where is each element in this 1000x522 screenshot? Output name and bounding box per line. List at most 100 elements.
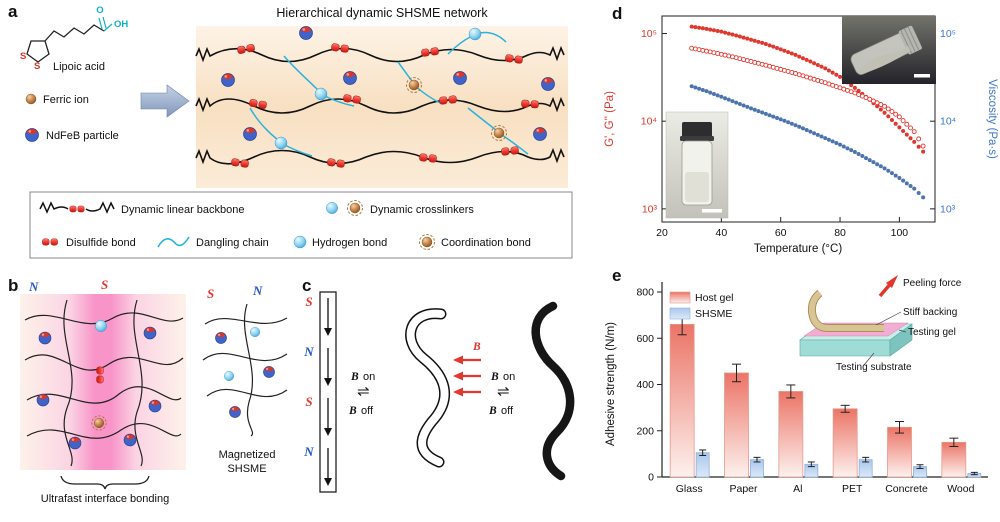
- testing-gel-label: Testing gel: [908, 327, 956, 338]
- sulfur-left-label: S: [20, 51, 26, 62]
- svg-text:Glass: Glass: [676, 483, 703, 495]
- b-on-word: on: [363, 371, 375, 383]
- panel-d-label: d: [612, 4, 623, 23]
- film-ribbon-outline: [405, 308, 450, 468]
- equilibrium-arrows-icon: ⇌: [497, 383, 510, 400]
- ndfeb-particle-icon: [215, 332, 227, 344]
- b-off-word: off: [501, 405, 514, 417]
- svg-text:Concrete: Concrete: [885, 483, 928, 495]
- panel-b-schematic: N S S N Ultrafast interface bonding Magn…: [20, 278, 288, 505]
- pole-s-label: S: [305, 294, 312, 309]
- svg-text:200: 200: [636, 425, 654, 437]
- pole-s-label: S: [101, 278, 108, 292]
- carbonyl-o-label: O: [96, 5, 103, 16]
- svg-text:Paper: Paper: [729, 483, 758, 495]
- svg-text:10³: 10³: [940, 203, 956, 215]
- ndfeb-particle-icon: [25, 128, 39, 142]
- b-on-symbol: B: [490, 371, 499, 383]
- magnetization-arrows: [324, 298, 332, 486]
- legend-backbone-label: Dynamic linear backbone: [121, 204, 245, 216]
- backbone-symbol: [85, 201, 115, 214]
- ndfeb-particle-icon: [453, 71, 467, 85]
- legend-host-gel-label: Host gel: [695, 292, 734, 304]
- hydrogen-bond-icon: [468, 27, 482, 41]
- peel-test-inset: Peeling force Stiff backing Testing gel …: [799, 275, 962, 373]
- backbone-line: [195, 45, 565, 63]
- upright-vial-photo: [665, 111, 729, 219]
- b-off-symbol: B: [348, 405, 357, 417]
- pole-s-label: S: [207, 286, 214, 301]
- black-film-ribbon: [531, 301, 575, 481]
- svg-text:0: 0: [648, 472, 654, 484]
- host-gel-swatch: [669, 291, 691, 304]
- ndfeb-particle-icon: [541, 77, 555, 91]
- svg-text:80: 80: [834, 227, 846, 239]
- lipoic-acid-structure-icon: O OH S S: [20, 5, 128, 72]
- ndfeb-particle-icon: [68, 436, 82, 450]
- magnetized-label-line1: Magnetized: [219, 449, 276, 461]
- ndfeb-particle-icon: [299, 26, 313, 40]
- legend-crosslinkers-label: Dynamic crosslinkers: [370, 204, 474, 216]
- ndfeb-particle-icon: [123, 433, 137, 447]
- b-off-symbol: B: [488, 405, 497, 417]
- vial-cap: [682, 122, 712, 138]
- svg-text:Al: Al: [793, 483, 802, 495]
- leader-line: [863, 352, 875, 366]
- ndfeb-particle-icon: [143, 326, 157, 340]
- svg-text:600: 600: [636, 333, 654, 345]
- panel-a-label: a: [8, 2, 18, 21]
- d-x-axis-label: Temperature (°C): [754, 243, 842, 255]
- substrate-right-face: [889, 323, 913, 357]
- pole-n-label: N: [252, 283, 263, 298]
- ndfeb-particle-icon: [533, 127, 547, 141]
- panel-a-schematic: O OH S S Lipoic acid Ferric ion NdFeB pa…: [20, 5, 573, 259]
- sulfur-right-label: S: [34, 61, 40, 72]
- pole-n-label: N: [303, 444, 314, 459]
- gel-sample: [685, 172, 709, 202]
- backbone-symbol: [39, 201, 69, 214]
- svg-text:100: 100: [891, 227, 909, 239]
- panel-c-schematic: S N S N B on ⇌ B off B B on ⇌ B off: [303, 291, 575, 493]
- film-ribbon-fill: [406, 309, 449, 466]
- flowing-gel: [858, 45, 911, 75]
- scale-bar: [914, 74, 930, 78]
- hydrogen-bond-icon: [314, 87, 328, 101]
- legend-shsme-label: SHSME: [695, 308, 732, 320]
- e-legend: Host gel SHSME: [669, 291, 734, 320]
- shsme-swatch: [669, 307, 691, 320]
- magnet-bar: [319, 291, 337, 493]
- pole-s-label: S: [305, 394, 312, 409]
- interface-bonding-caption: Ultrafast interface bonding: [41, 493, 169, 505]
- tilted-vial-photo: [842, 16, 936, 84]
- b-on-symbol: B: [350, 371, 359, 383]
- field-arrows: [453, 355, 481, 397]
- stiff-backing-label: Stiff backing: [903, 307, 957, 318]
- leader-line: [898, 329, 907, 333]
- substrate-front-face: [799, 339, 891, 357]
- pole-n-label: N: [303, 344, 314, 359]
- d-right-axis-label: Viscosity (Pa·s): [986, 79, 998, 159]
- field-b-label: B: [472, 341, 481, 353]
- ndfeb-particle-icon: [229, 406, 241, 418]
- dangling-chain-icon: [157, 236, 190, 248]
- polymer-chain-lines: [24, 299, 184, 467]
- svg-text:Wood: Wood: [947, 483, 974, 495]
- peeling-force-label: Peeling force: [903, 278, 962, 289]
- hydrogen-bond-icon: [223, 371, 235, 381]
- legend-dangling-label: Dangling chain: [196, 237, 269, 249]
- hydrogen-bond-icon: [293, 235, 307, 249]
- ferric-ion-label: Ferric ion: [43, 94, 89, 106]
- panel-b-label: b: [8, 276, 19, 295]
- svg-text:10⁴: 10⁴: [940, 116, 956, 128]
- testing-substrate-label: Testing substrate: [836, 362, 912, 373]
- legend-disulfide-label: Disulfide bond: [66, 237, 136, 249]
- svg-text:10⁴: 10⁴: [641, 116, 657, 128]
- legend-coordination-label: Coordination bond: [441, 237, 531, 249]
- ndfeb-particle-icon: [263, 366, 275, 378]
- b-on-word: on: [503, 371, 515, 383]
- ndfeb-particle-icon: [221, 73, 235, 87]
